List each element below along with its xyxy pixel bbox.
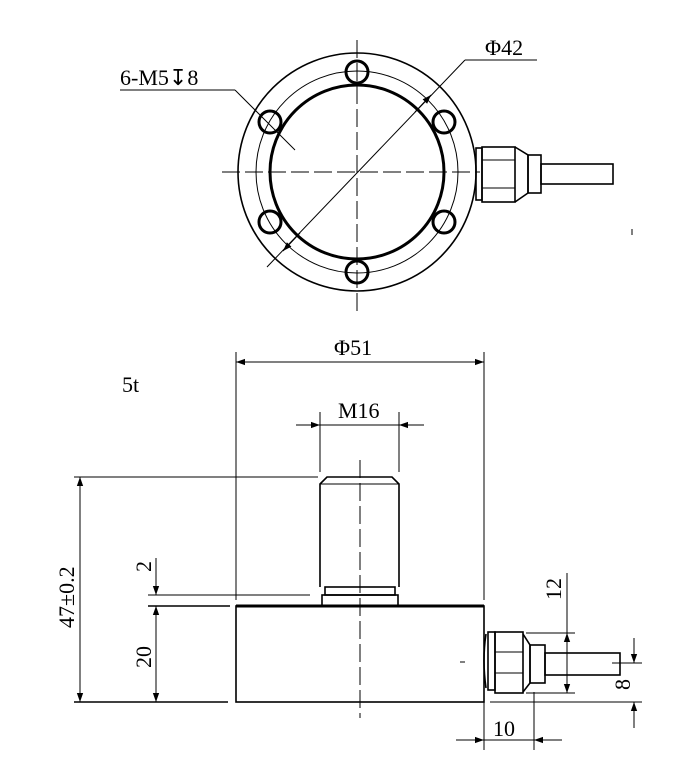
cable-offset-label: 8 xyxy=(610,679,635,690)
cable-connector-side xyxy=(460,631,621,694)
mounting-hole xyxy=(344,59,370,85)
mounting-hole xyxy=(431,209,457,235)
mounting-hole xyxy=(257,209,283,235)
diameter-42-leader xyxy=(266,59,466,268)
connector-length-label: 10 xyxy=(493,716,515,741)
inner-diameter-label: Φ42 xyxy=(485,35,523,60)
top-view: Φ42 6-M5↧8 xyxy=(120,35,633,312)
side-view: 5t Φ51 xyxy=(54,335,642,750)
thread-label: M16 xyxy=(338,398,380,423)
body-height-label: 20 xyxy=(131,646,156,668)
capacity-label: 5t xyxy=(122,372,139,397)
mounting-holes xyxy=(257,59,457,285)
total-height-label: 47±0.2 xyxy=(54,566,79,628)
outer-diameter-label: Φ51 xyxy=(334,335,372,360)
hole-callout-label: 6-M5↧8 xyxy=(120,65,198,90)
cable-connector-top xyxy=(475,146,614,203)
connector-height-label: 12 xyxy=(541,578,566,600)
step-height-label: 2 xyxy=(131,561,156,572)
mounting-hole xyxy=(431,109,457,135)
mounting-hole xyxy=(257,109,283,135)
